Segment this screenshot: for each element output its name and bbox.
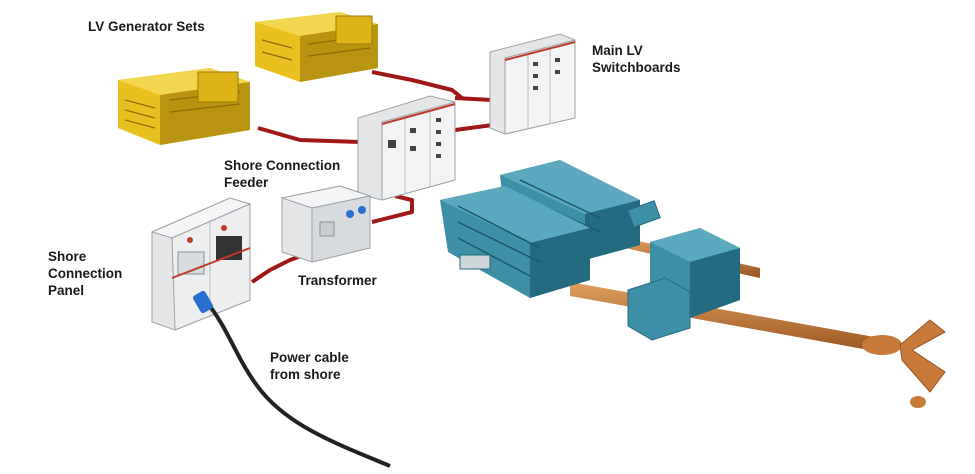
label-main-lv-switchboards: Main LV Switchboards (592, 43, 681, 75)
transformer (280, 185, 372, 263)
cable-gen1-to-switchboard (257, 126, 361, 144)
label-power-cable: Power cable from shore (270, 350, 349, 382)
label-shore-connection-feeder: Shore Connection Feeder (224, 158, 341, 190)
main-switchboard-back (489, 33, 576, 135)
cable-switchboards-link (454, 96, 493, 102)
gearbox (627, 228, 740, 341)
cable-gen2-to-switchboard (371, 70, 464, 100)
label-lv-generator-sets: LV Generator Sets (88, 19, 205, 34)
propeller-shaft (570, 238, 946, 408)
label-transformer: Transformer (298, 273, 377, 288)
engine-front (440, 186, 590, 298)
generator-set-2 (255, 12, 378, 82)
main-switchboard-front (357, 95, 456, 201)
shore-connection-panel (150, 197, 252, 331)
cable-plug (193, 290, 213, 314)
shore-power-cable (193, 290, 391, 468)
cable-feeder-to-transformer (371, 194, 414, 224)
generator-set-1 (118, 68, 250, 145)
propeller (899, 319, 946, 393)
label-shore-connection-panel: Shore Connection Panel (48, 249, 123, 298)
